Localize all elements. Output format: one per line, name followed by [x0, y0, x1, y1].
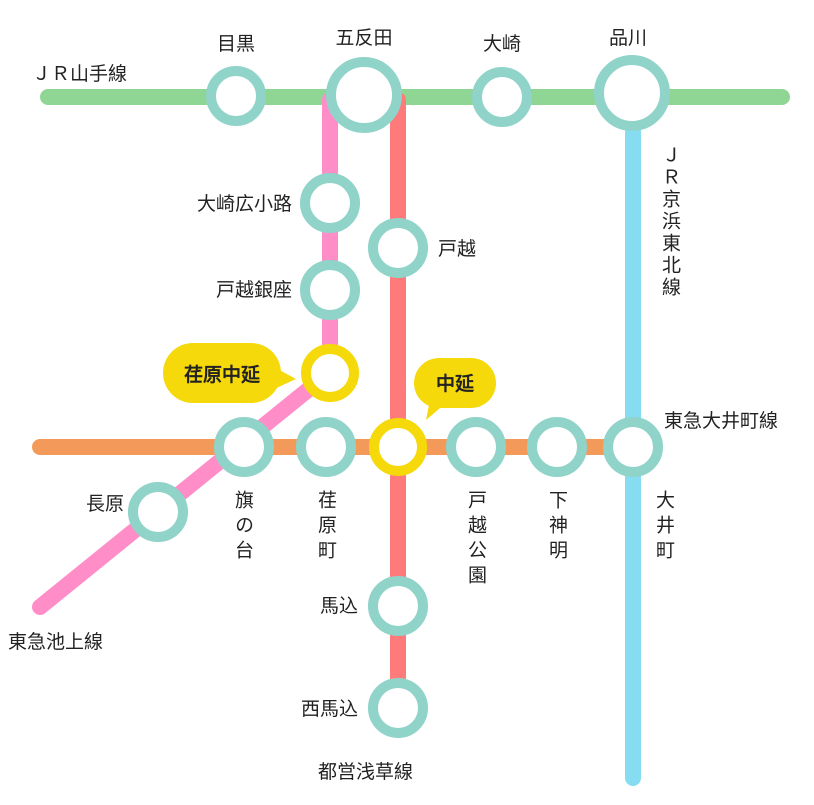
station-ebaramachi[interactable]	[296, 417, 356, 477]
label-magome: 馬込	[320, 595, 358, 617]
station-nagahara[interactable]	[128, 482, 188, 542]
station-labels: 目黒 五反田 大崎 品川 大崎広小路 戸越銀座 戸越 荏原中延 中延 長原 馬込…	[86, 27, 675, 720]
label-line-ikegami: 東急池上線	[8, 631, 103, 653]
station-oimachi[interactable]	[603, 417, 663, 477]
label-togoshi-ginza: 戸越銀座	[216, 279, 292, 301]
station-nishi-magome[interactable]	[368, 678, 428, 738]
station-hatanodai[interactable]	[214, 417, 274, 477]
label-shimoshinmei: 下神明	[546, 490, 568, 565]
callout-ebara-nakanobu	[163, 343, 296, 403]
station-nakanobu[interactable]	[369, 418, 427, 476]
label-oimachi: 大井町	[653, 490, 675, 565]
station-osaki-hirokoji[interactable]	[300, 173, 360, 233]
line-labels: ＪＲ山手線 東急池上線 都営浅草線 東急大井町線 ＪＲ京浜東北線	[8, 63, 778, 783]
station-togoshi-ginza[interactable]	[300, 260, 360, 320]
label-line-yamanote: ＪＲ山手線	[32, 63, 127, 85]
label-osaki: 大崎	[483, 33, 521, 55]
station-togoshi[interactable]	[368, 218, 428, 278]
label-gotanda: 五反田	[335, 27, 392, 49]
label-line-keihin: ＪＲ京浜東北線	[659, 145, 681, 299]
label-line-asakusa: 都営浅草線	[318, 761, 413, 783]
label-nakanobu: 中延	[436, 372, 475, 395]
station-osaki[interactable]	[472, 67, 532, 127]
label-togoshi: 戸越	[438, 238, 476, 260]
station-gotanda[interactable]	[326, 57, 402, 133]
label-meguro: 目黒	[217, 33, 255, 55]
stations	[128, 55, 670, 738]
station-shimoshinmei[interactable]	[527, 417, 587, 477]
label-togoshi-koen: 戸越公園	[465, 490, 487, 590]
label-hatanodai: 旗の台	[232, 490, 254, 565]
label-nagahara: 長原	[86, 493, 124, 515]
label-osaki-hirokoji: 大崎広小路	[197, 193, 292, 215]
callout-nakanobu	[414, 358, 496, 420]
label-shinagawa: 品川	[609, 27, 647, 49]
station-magome[interactable]	[368, 576, 428, 636]
label-nishi-magome: 西馬込	[301, 698, 358, 720]
station-ebara-nakanobu[interactable]	[301, 344, 359, 402]
station-meguro[interactable]	[206, 66, 266, 126]
callouts	[163, 343, 496, 420]
label-ebaramachi: 荏原町	[315, 490, 337, 565]
label-line-oimachi: 東急大井町線	[664, 410, 778, 432]
station-togoshi-koen[interactable]	[446, 417, 506, 477]
station-shinagawa[interactable]	[594, 55, 670, 131]
label-ebara-nakanobu: 荏原中延	[184, 363, 261, 386]
